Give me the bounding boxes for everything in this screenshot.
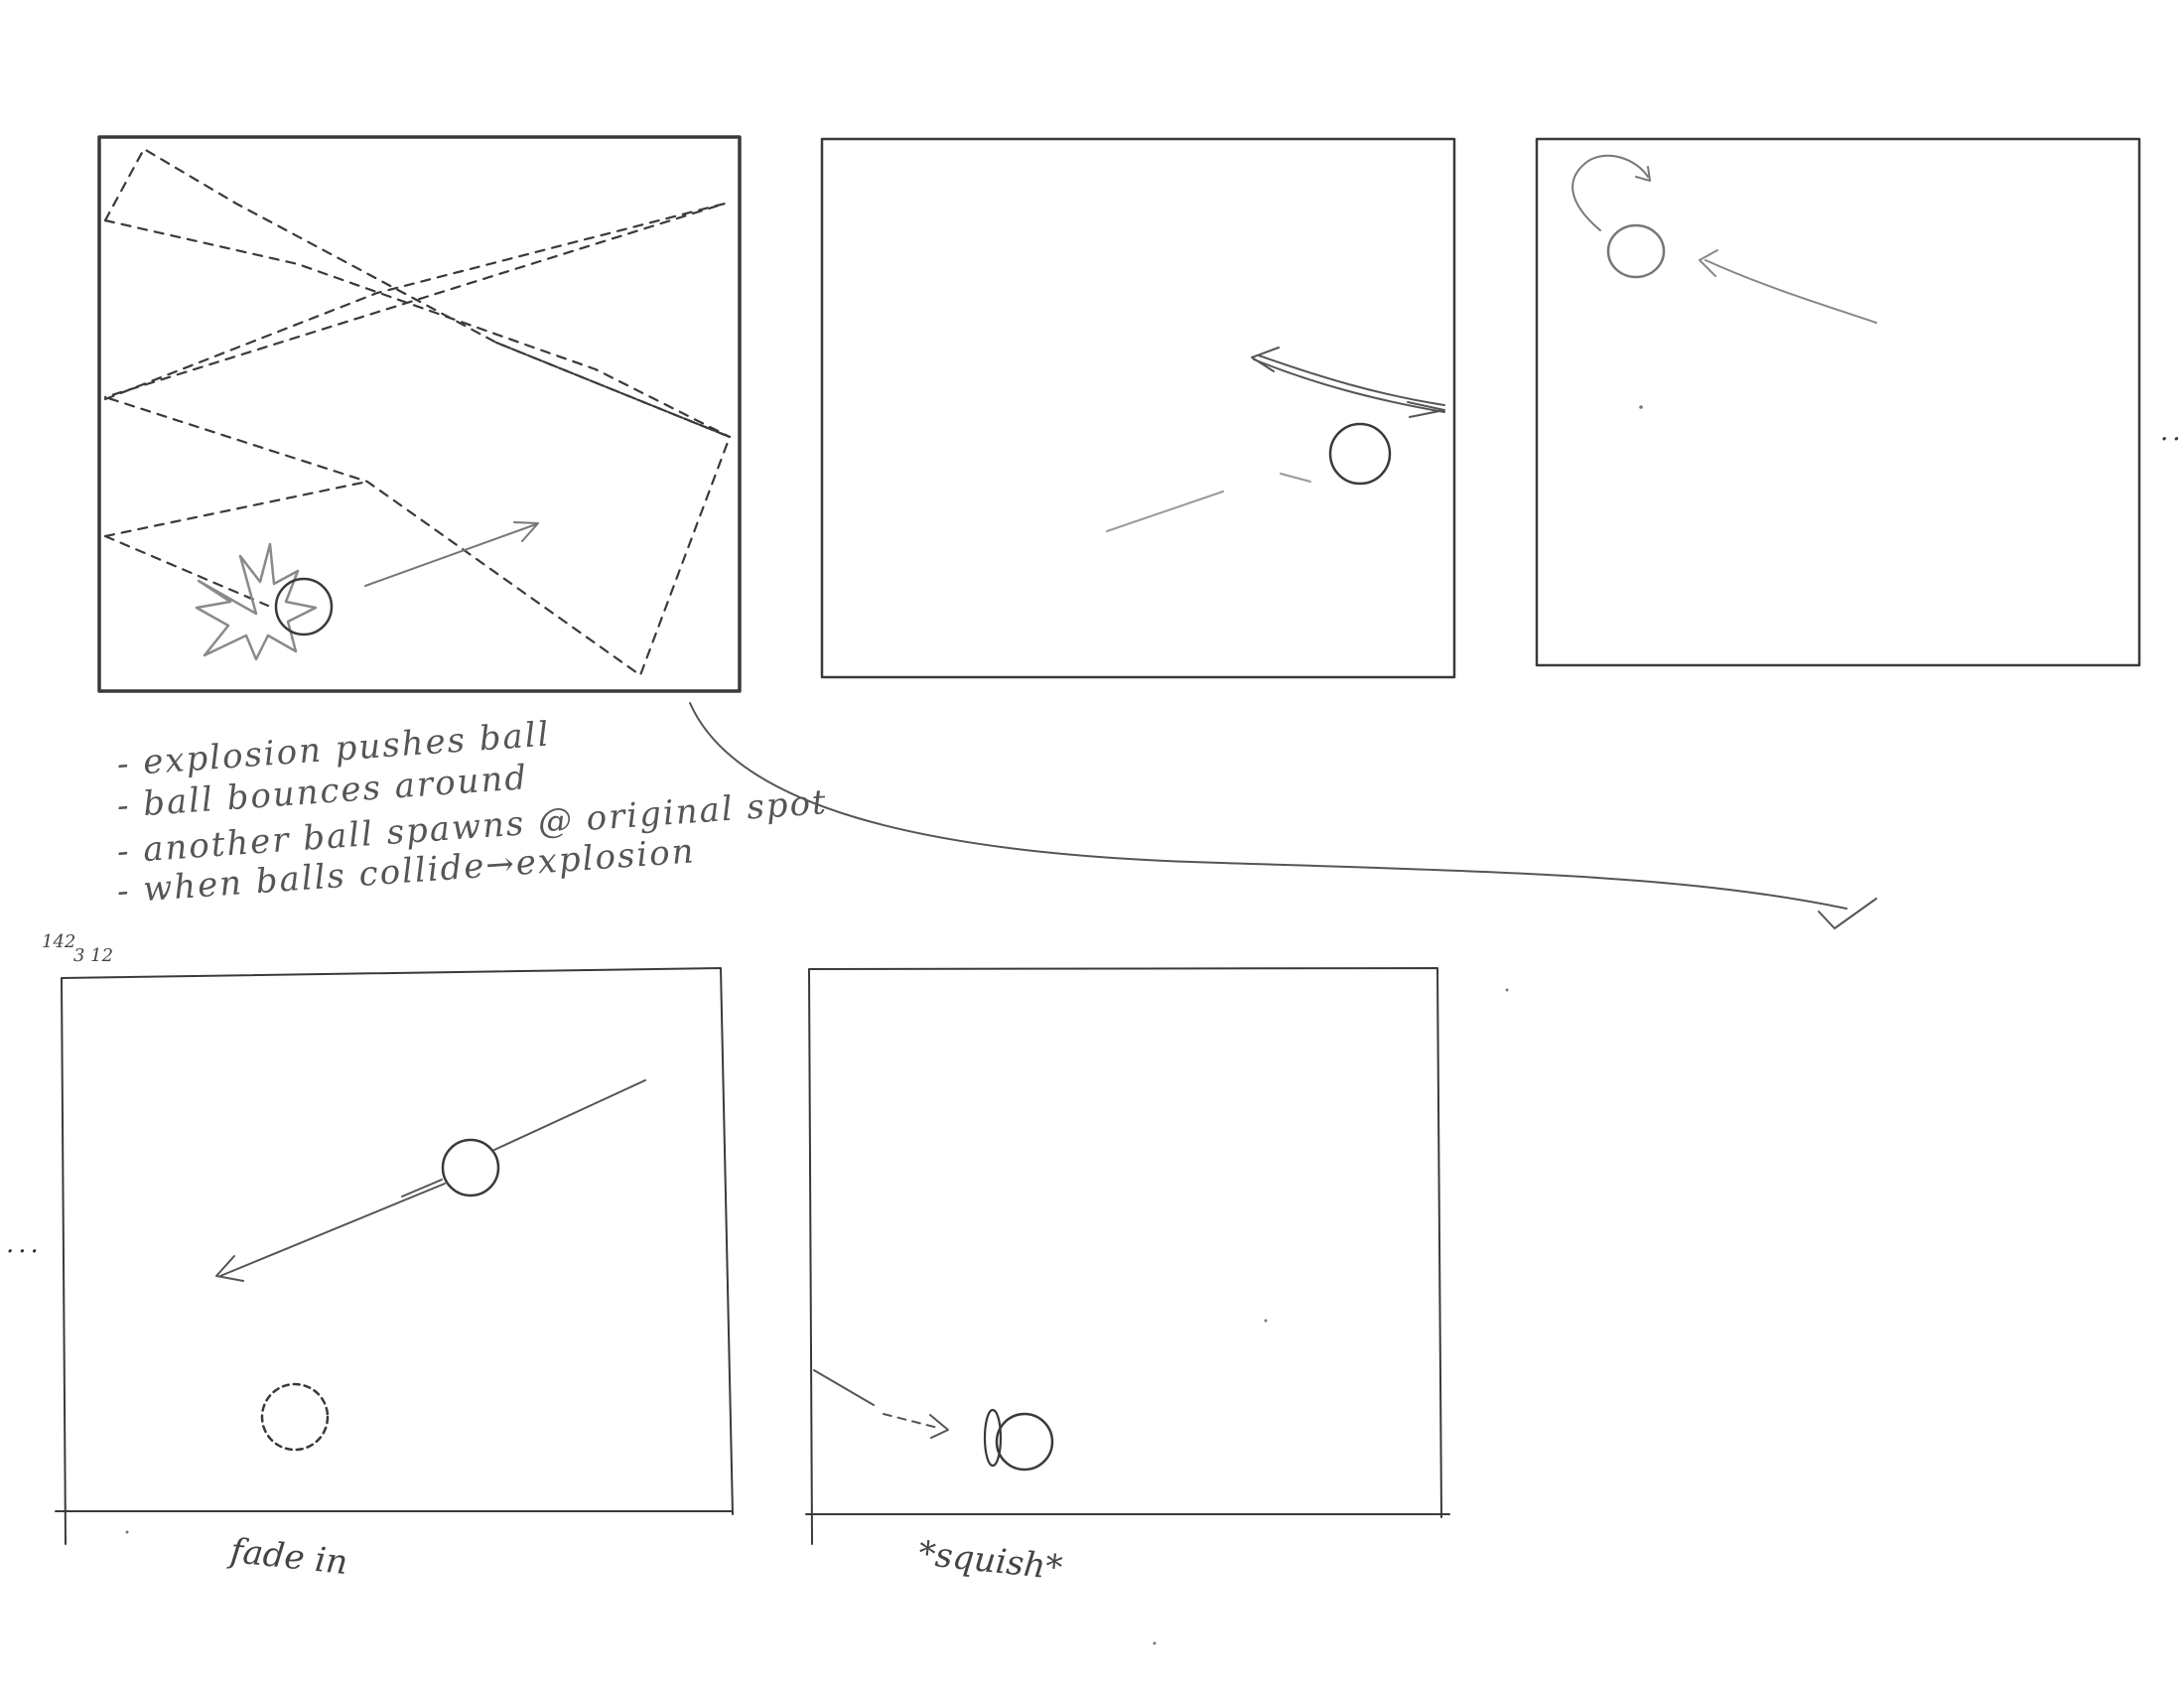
bounce-arc-icon — [1571, 154, 1649, 231]
frame-3-border — [1535, 137, 2141, 667]
frame-2 — [820, 137, 1456, 679]
ball-icon — [1328, 422, 1392, 486]
motion-streak-icon — [1106, 473, 1311, 532]
motion-arrow-icon — [215, 1079, 646, 1282]
motion-arrow-icon — [364, 521, 539, 587]
ball-icon — [1606, 223, 1666, 279]
frame-number-bottom: 3 12 — [73, 945, 114, 966]
frame-5-border — [805, 967, 1450, 1545]
frame-1-border — [97, 135, 742, 693]
frame-4-border — [55, 967, 734, 1545]
frame-1 — [97, 135, 742, 693]
motion-arrow-icon — [1251, 347, 1445, 418]
spawning-ball-icon — [260, 1382, 330, 1452]
arrow-head-icon — [1635, 166, 1651, 182]
frame-5 — [805, 967, 1450, 1545]
ball-icon — [995, 1412, 1054, 1472]
motion-arrow-icon — [813, 1369, 949, 1439]
transition-arrow — [689, 702, 1877, 929]
explosion-burst-icon — [195, 542, 318, 661]
squished-ball-icon — [983, 1408, 1003, 1468]
frame-4 — [55, 967, 734, 1545]
ball-icon — [441, 1138, 500, 1197]
ball-icon — [274, 577, 334, 636]
continuation-dots-left: ... — [6, 1229, 43, 1259]
frame-number-top: 142 — [42, 931, 76, 952]
bounce-path-dashed — [103, 147, 732, 677]
continuation-dots-right: .. — [2160, 417, 2184, 447]
frame-2-border — [820, 137, 1456, 679]
frame-3 — [1535, 137, 2141, 667]
motion-arrow-icon — [1699, 249, 1877, 324]
pencil-specks — [125, 405, 1643, 1645]
